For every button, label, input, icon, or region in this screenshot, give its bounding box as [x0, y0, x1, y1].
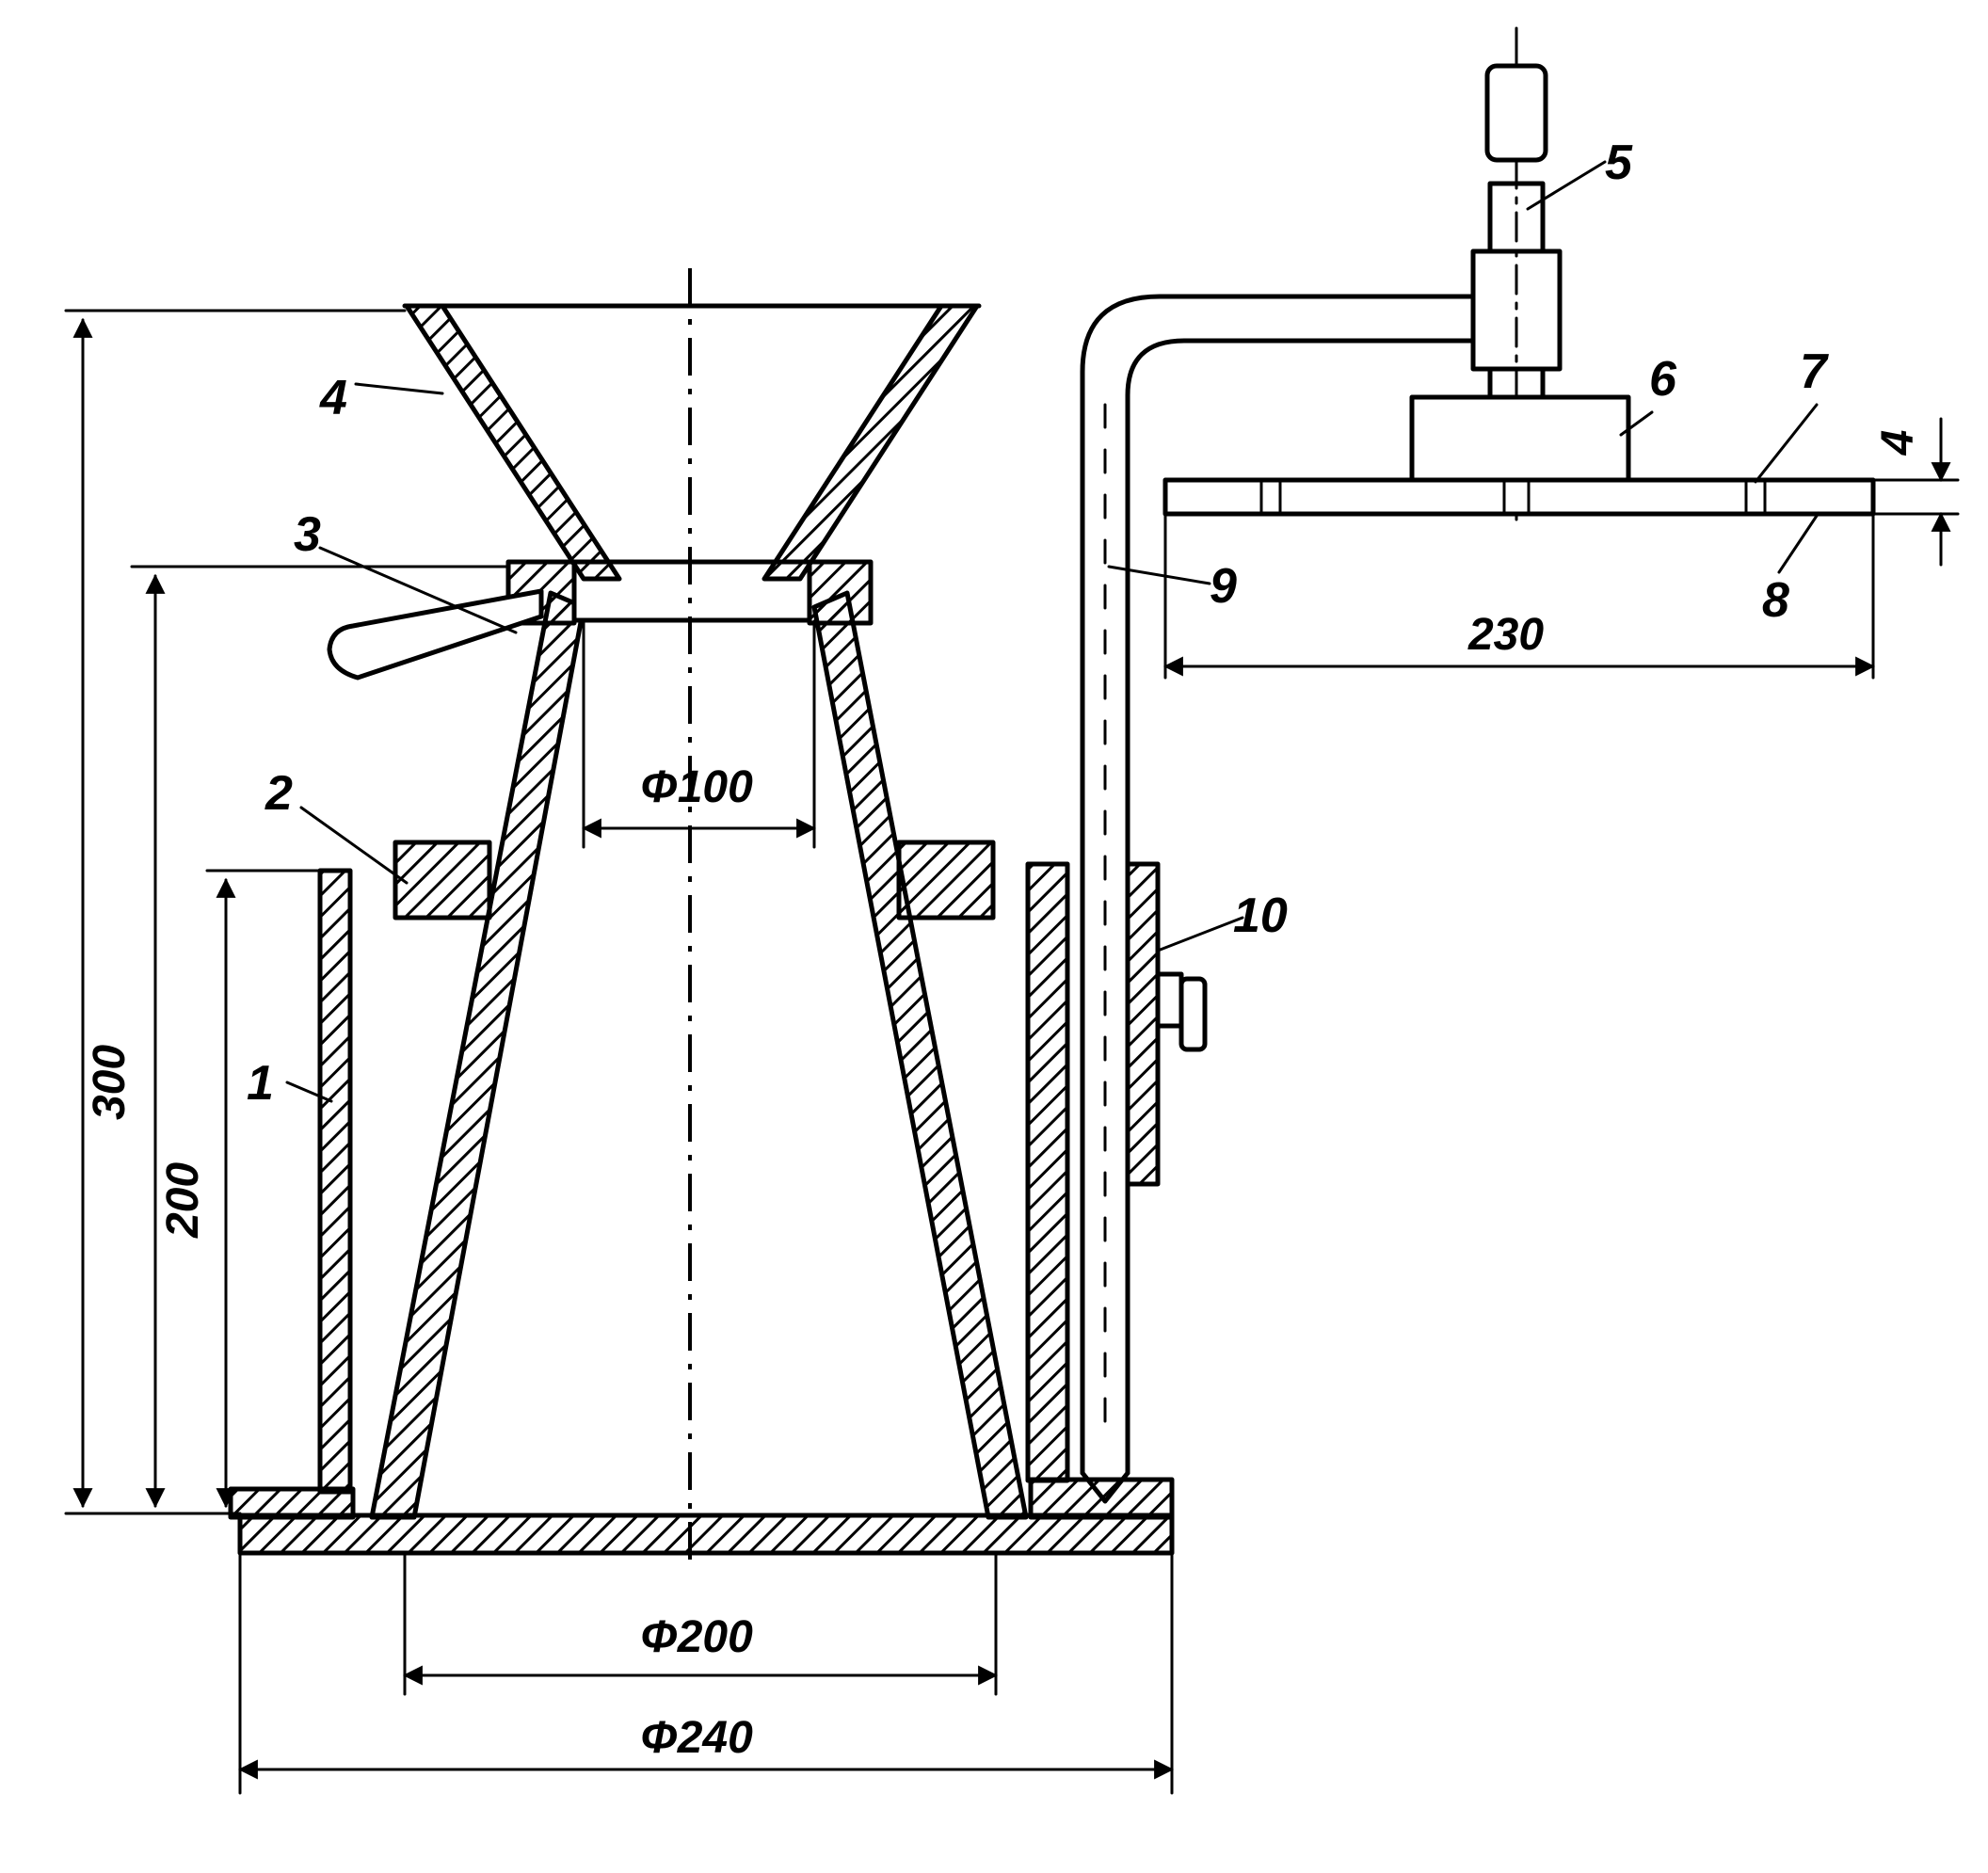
part-label-7: 7	[1800, 344, 1829, 399]
slump-cone	[369, 590, 1029, 1520]
part-label-10: 10	[1233, 888, 1288, 943]
part-label-6: 6	[1649, 352, 1677, 407]
handle	[327, 588, 544, 680]
dim-disc-span: 230	[1467, 610, 1544, 660]
dim-height-cone: 200	[158, 1162, 208, 1239]
dim-base-diameter: Φ240	[640, 1713, 753, 1763]
guide-rod	[1080, 294, 1490, 1504]
part-label-8: 8	[1762, 573, 1789, 628]
dim-bottom-diameter: Φ200	[640, 1612, 753, 1662]
dim-top-diameter: Φ100	[640, 762, 753, 812]
hopper	[402, 303, 982, 582]
dimension-labels: 300 200 Φ100 Φ200 Φ240 230 4	[85, 430, 1923, 1763]
dim-disc-thickness: 4	[1873, 430, 1923, 456]
part-labels: 1 2 3 4 5 6 7 8 9 10	[247, 136, 1829, 1111]
weight-block	[1409, 394, 1631, 483]
part-label-2: 2	[265, 766, 293, 821]
dim-height-total: 300	[85, 1045, 135, 1120]
clamp-screw	[1470, 26, 1563, 529]
part-label-9: 9	[1210, 559, 1237, 614]
part-label-5: 5	[1605, 136, 1633, 190]
disc	[1162, 477, 1876, 517]
part-label-4: 4	[319, 371, 347, 425]
part-label-1: 1	[247, 1056, 274, 1111]
part-label-3: 3	[294, 507, 321, 562]
outer-cylinder	[317, 861, 1070, 1495]
dimension-lines	[64, 309, 1960, 1795]
collar-ring	[393, 840, 996, 920]
sliding-sleeve	[1125, 861, 1208, 1187]
leader-lines	[285, 160, 1820, 1103]
